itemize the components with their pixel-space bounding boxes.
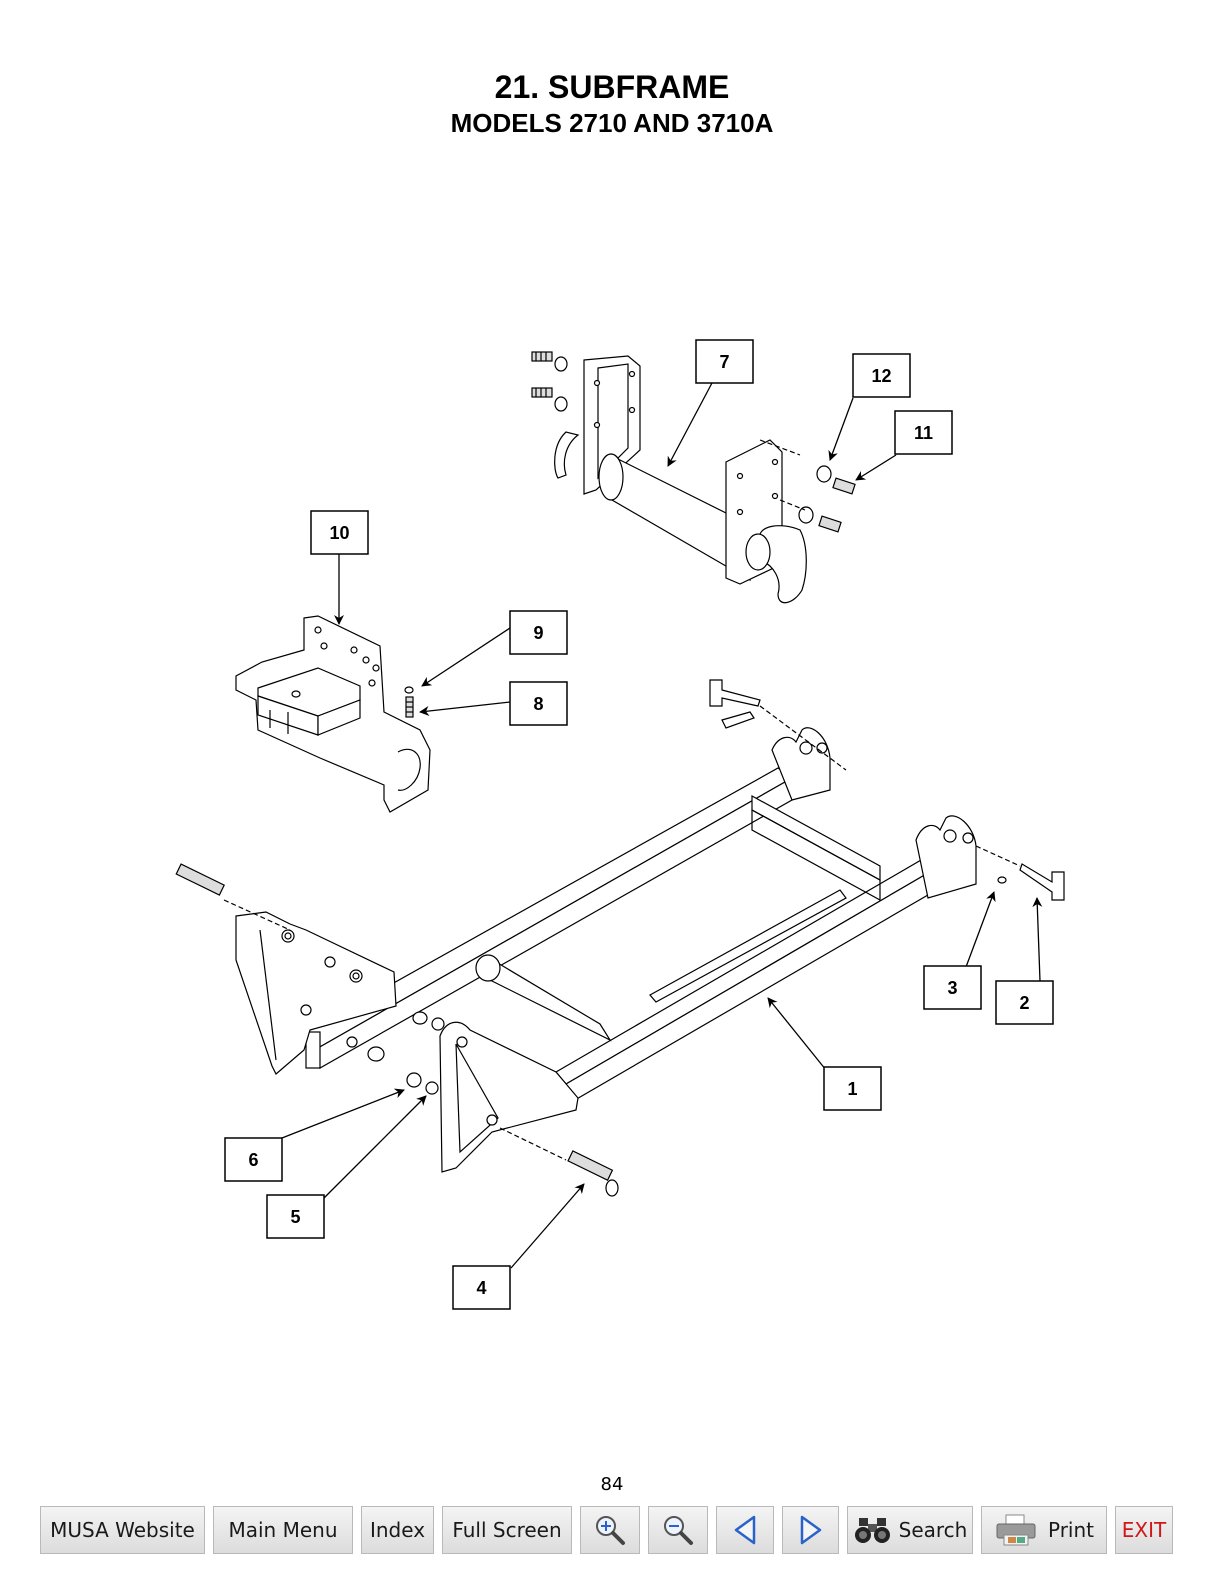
callout-number: 5 xyxy=(290,1207,300,1227)
index-label: Index xyxy=(370,1518,425,1542)
callout-number: 7 xyxy=(719,352,729,372)
binoculars-icon xyxy=(853,1514,893,1546)
callout-6: 6 xyxy=(225,1138,282,1181)
callout-number: 2 xyxy=(1019,993,1029,1013)
zoom-in-button[interactable] xyxy=(580,1506,640,1554)
callout-5: 5 xyxy=(267,1195,324,1238)
next-page-button[interactable] xyxy=(782,1506,839,1554)
print-label: Print xyxy=(1048,1518,1094,1542)
callout-7: 7 xyxy=(696,340,753,383)
print-button[interactable]: Print xyxy=(981,1506,1107,1554)
search-button[interactable]: Search xyxy=(847,1506,973,1554)
triangle-left-icon xyxy=(732,1514,758,1546)
callout-3: 3 xyxy=(924,966,981,1009)
search-label: Search xyxy=(899,1518,968,1542)
callout-number: 12 xyxy=(871,366,891,386)
callout-number: 3 xyxy=(947,978,957,998)
callout-number: 10 xyxy=(329,523,349,543)
callout-10: 10 xyxy=(311,511,368,554)
musa-website-label: MUSA Website xyxy=(50,1518,195,1542)
previous-page-button[interactable] xyxy=(716,1506,774,1554)
full-screen-button[interactable]: Full Screen xyxy=(442,1506,572,1554)
main-subframe xyxy=(176,680,1064,1196)
callout-11: 11 xyxy=(895,411,952,454)
callout-9: 9 xyxy=(510,611,567,654)
page-number: 84 xyxy=(0,1474,1224,1495)
callout-number: 4 xyxy=(476,1278,486,1298)
hitch-tube-assembly xyxy=(532,352,855,603)
callout-number: 6 xyxy=(248,1150,258,1170)
exit-button[interactable]: EXIT xyxy=(1115,1506,1173,1554)
main-menu-label: Main Menu xyxy=(228,1518,337,1542)
index-button[interactable]: Index xyxy=(361,1506,434,1554)
zoom-out-button[interactable] xyxy=(648,1506,708,1554)
callout-4: 4 xyxy=(453,1266,510,1309)
callout-12: 12 xyxy=(853,354,910,397)
full-screen-label: Full Screen xyxy=(452,1518,561,1542)
triangle-right-icon xyxy=(798,1514,824,1546)
callout-2: 2 xyxy=(996,981,1053,1024)
callout-1: 1 xyxy=(824,1067,881,1110)
exit-label: EXIT xyxy=(1122,1518,1166,1542)
callout-number: 11 xyxy=(914,423,933,443)
callout-8: 8 xyxy=(510,682,567,725)
callout-number: 1 xyxy=(847,1079,857,1099)
callout-number: 8 xyxy=(533,694,543,714)
callout-number: 9 xyxy=(533,623,543,643)
receiver-bracket xyxy=(236,616,430,812)
zoom-out-icon xyxy=(661,1513,695,1547)
printer-icon xyxy=(994,1513,1038,1547)
zoom-in-icon xyxy=(593,1513,627,1547)
navigation-toolbar: MUSA Website Main Menu Index Full Screen xyxy=(40,1506,1180,1556)
main-menu-button[interactable]: Main Menu xyxy=(213,1506,353,1554)
musa-website-button[interactable]: MUSA Website xyxy=(40,1506,205,1554)
